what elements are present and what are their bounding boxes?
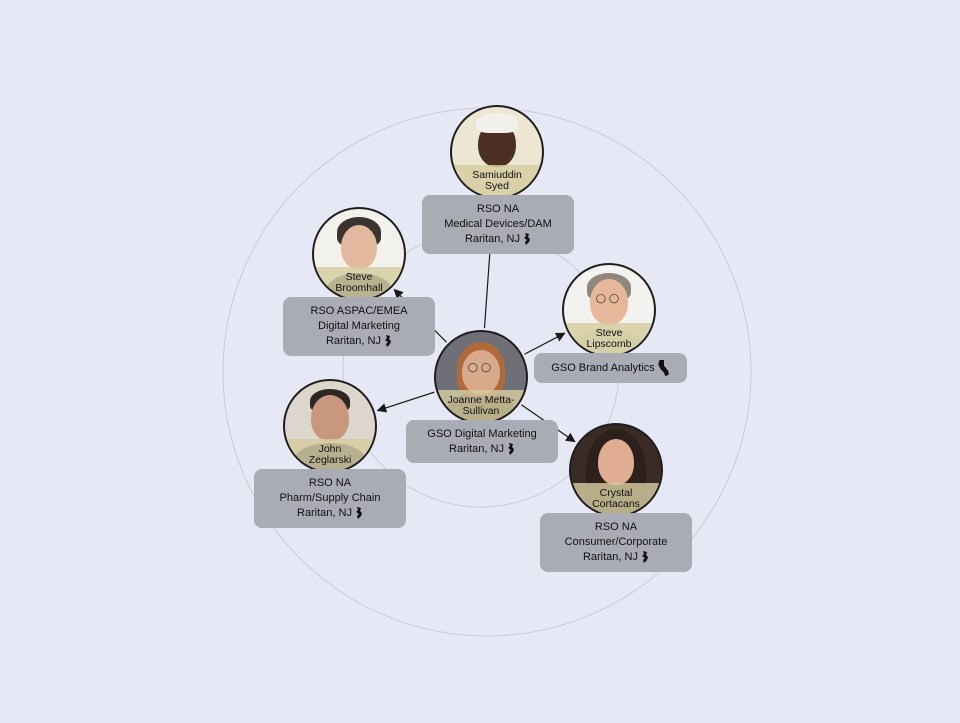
new-jersey-icon bbox=[356, 507, 363, 520]
name-band: Joanne Metta- Sullivan bbox=[436, 389, 526, 422]
location-text: Raritan, NJ bbox=[448, 442, 504, 455]
name-band: Steve Lipscomb bbox=[564, 322, 654, 355]
portrait-cap bbox=[476, 113, 518, 133]
name-band: John Zeglarski bbox=[285, 438, 375, 471]
person-name: Samiuddin Syed bbox=[472, 168, 522, 192]
role-line: Consumer/Corporate bbox=[564, 536, 668, 548]
info-box-john-zeglarski: RSO NA Pharm/Supply Chain Raritan, NJ bbox=[254, 469, 406, 528]
info-box-joanne: GSO Digital Marketing Raritan, NJ bbox=[406, 420, 558, 463]
portrait-face bbox=[590, 279, 628, 325]
role-line: Pharm/Supply Chain bbox=[279, 492, 381, 504]
new-jersey-icon bbox=[385, 335, 392, 348]
role-line: RSO NA bbox=[594, 521, 638, 533]
info-box-steve-lipscomb: GSO Brand Analytics bbox=[534, 353, 687, 383]
name-band: Steve Broomhall bbox=[314, 266, 404, 299]
avatar-steve-broomhall[interactable]: Steve Broomhall bbox=[312, 207, 406, 301]
person-name: John Zeglarski bbox=[308, 442, 352, 466]
portrait-face bbox=[311, 395, 349, 441]
role-line: GSO Digital Marketing bbox=[427, 427, 537, 440]
location-text: Raritan, NJ bbox=[582, 551, 638, 563]
role-line: Digital Marketing bbox=[318, 320, 400, 332]
info-box-samiuddin: RSO NA Medical Devices/DAM Raritan, NJ bbox=[422, 195, 574, 254]
portrait-face bbox=[598, 439, 634, 485]
avatar-samiuddin[interactable]: Samiuddin Syed bbox=[450, 105, 544, 199]
glasses-icon: ◯◯ bbox=[595, 293, 623, 303]
role-line: RSO NA bbox=[308, 477, 352, 489]
edge-arrow-joanne-to-steve-l bbox=[524, 332, 566, 355]
person-name: Joanne Metta- Sullivan bbox=[447, 393, 515, 417]
avatar-john-zeglarski[interactable]: John Zeglarski bbox=[283, 379, 377, 473]
name-band: Samiuddin Syed bbox=[452, 164, 542, 197]
avatar-steve-lipscomb[interactable]: ◯◯ Steve Lipscomb bbox=[562, 263, 656, 357]
role-line: Medical Devices/DAM bbox=[444, 218, 552, 230]
new-jersey-icon bbox=[642, 551, 649, 564]
info-box-steve-broomhall: RSO ASPAC/EMEA Digital Marketing Raritan… bbox=[283, 297, 435, 356]
edge-arrow-joanne-to-john bbox=[376, 391, 435, 413]
role-line: RSO NA bbox=[476, 203, 520, 215]
avatar-crystal-cortacans[interactable]: Crystal Cortacans bbox=[569, 423, 663, 517]
avatar-joanne[interactable]: ◯◯ Joanne Metta- Sullivan bbox=[434, 330, 528, 424]
location-text: Raritan, NJ bbox=[464, 233, 520, 245]
portrait-face bbox=[462, 350, 500, 394]
portrait-face bbox=[341, 225, 377, 269]
glasses-icon: ◯◯ bbox=[467, 362, 495, 372]
california-icon bbox=[657, 360, 669, 376]
info-box-crystal-cortacans: RSO NA Consumer/Corporate Raritan, NJ bbox=[540, 513, 692, 572]
name-band: Crystal Cortacans bbox=[571, 482, 661, 515]
role-line: RSO ASPAC/EMEA bbox=[310, 305, 408, 317]
location-text: Raritan, NJ bbox=[296, 507, 352, 519]
person-name: Steve Lipscomb bbox=[586, 326, 632, 350]
new-jersey-icon bbox=[508, 442, 515, 455]
role-line: GSO Brand Analytics bbox=[551, 361, 655, 374]
new-jersey-icon bbox=[524, 233, 531, 246]
person-name: Crystal Cortacans bbox=[592, 486, 640, 510]
location-text: Raritan, NJ bbox=[325, 335, 381, 347]
person-name: Steve Broomhall bbox=[335, 270, 383, 294]
